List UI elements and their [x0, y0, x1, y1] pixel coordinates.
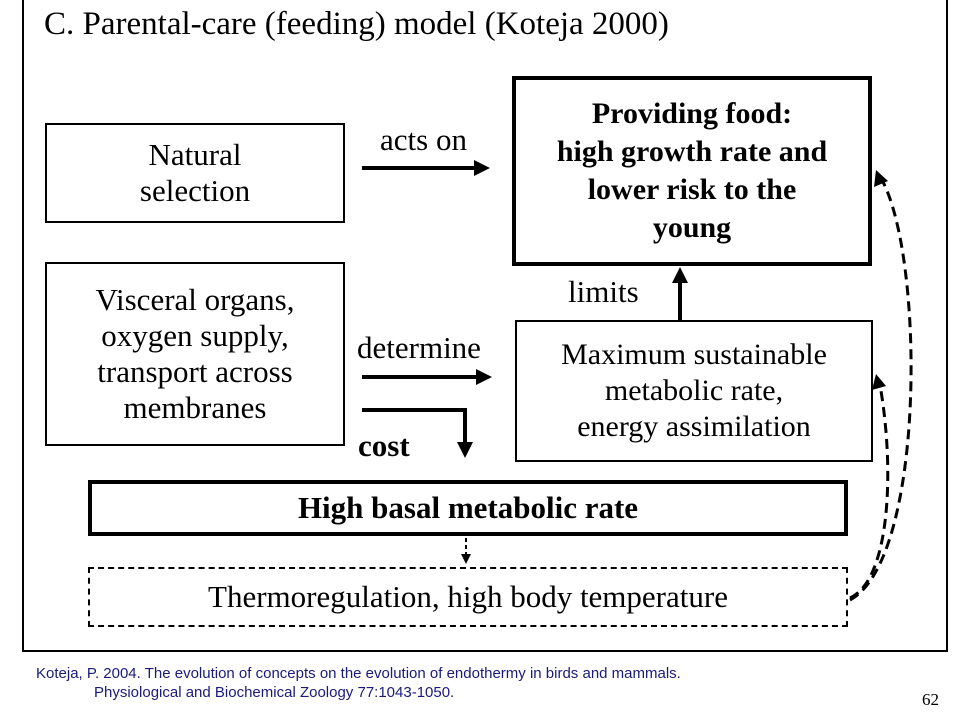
acts-on-label: acts on [380, 122, 467, 157]
determine-label: determine [357, 330, 481, 365]
box-text-line: selection [139, 173, 251, 208]
thermo-to-maximum-dashed-arrow [849, 374, 890, 600]
cost-arrow [362, 408, 473, 458]
limits-label: limits [568, 274, 639, 309]
box-text-line: energy assimilation [577, 410, 811, 443]
basal-metabolic-rate-box: High basal metabolic rate [88, 480, 848, 536]
maximum-metabolic-rate-box: Maximum sustainable metabolic rate, ener… [515, 320, 873, 462]
providing-food-box: Providing food: high growth rate and low… [512, 76, 872, 266]
acts-on-arrow [362, 160, 490, 176]
box-text-line: young [652, 211, 732, 244]
box-text-line: Visceral organs, [95, 282, 295, 317]
box-text-line: oxygen supply, [101, 318, 289, 353]
natural-selection-box: Natural selection [45, 123, 345, 223]
box-text-line: Providing food: [591, 97, 793, 130]
thermoregulation-box: Thermoregulation, high body temperature [88, 567, 848, 627]
page-number: 62 [922, 690, 939, 709]
box-text-line: high growth rate and [556, 135, 828, 168]
box-text-line: Maximum sustainable [561, 338, 827, 371]
box-text-line: metabolic rate, [604, 374, 784, 407]
box-text-line: Natural [148, 137, 242, 172]
limits-arrow [672, 267, 688, 320]
cost-label: cost [358, 428, 410, 463]
citation-line-1: Koteja, P. 2004. The evolution of concep… [36, 665, 681, 682]
visceral-organs-box: Visceral organs, oxygen supply, transpor… [45, 262, 345, 446]
citation-line-2: Physiological and Biochemical Zoology 77… [94, 684, 455, 701]
box-text-line: lower risk to the [587, 173, 797, 206]
box-text-line: transport across [97, 354, 293, 389]
thermo-to-providing-food-dashed-arrow [849, 170, 913, 602]
basal-to-thermo-arrow [461, 538, 471, 564]
diagram-title: C. Parental-care (feeding) model (Koteja… [44, 6, 669, 42]
determine-arrow [362, 369, 492, 385]
citation: Koteja, P. 2004. The evolution of concep… [36, 664, 681, 702]
slide-frame [22, 0, 948, 652]
box-text-line: membranes [123, 390, 267, 425]
